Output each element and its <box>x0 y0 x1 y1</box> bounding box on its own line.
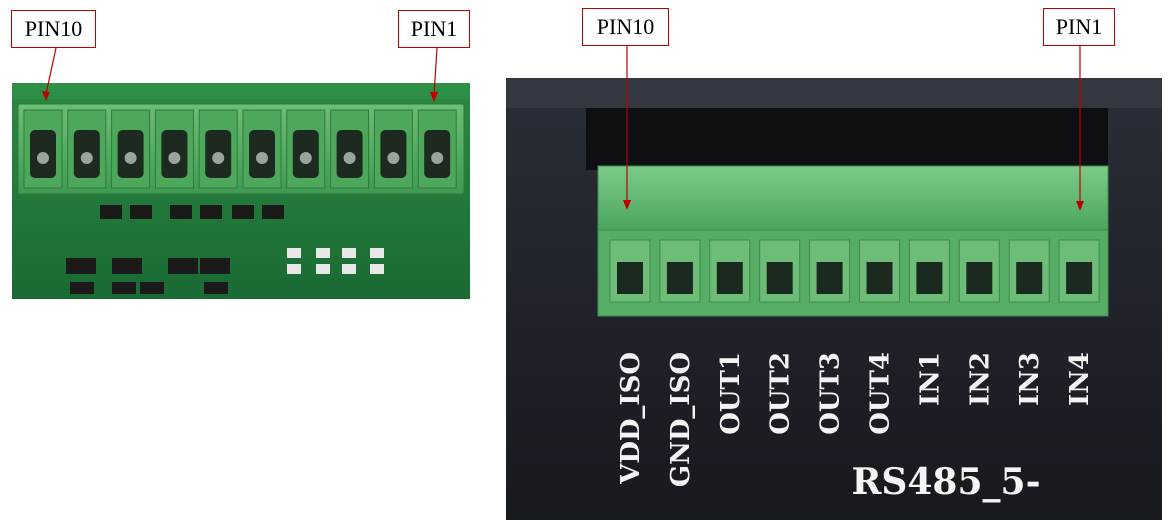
device-photo: VDD_ISO GND_ISO OUT1 OUT2 OUT3 OUT4 IN1 IN2 IN3 I… <box>506 78 1162 520</box>
terminal-slot <box>609 239 651 303</box>
header-pin <box>67 109 107 189</box>
right-pin10-callout: PIN10 <box>582 8 669 46</box>
terminal-label: OUT3 <box>816 352 846 435</box>
terminal-label: VDD_ISO <box>616 352 646 485</box>
smd-pads <box>287 248 384 274</box>
right-pin1-callout: PIN1 <box>1043 8 1115 46</box>
device-label: RS485_5- <box>851 461 1040 503</box>
terminal-label: IN1 <box>915 352 945 406</box>
terminal-label: IN2 <box>965 352 995 406</box>
terminal-cavity <box>586 108 1108 170</box>
terminal-slot <box>809 239 851 303</box>
left-pin10-arrow <box>45 47 57 95</box>
terminal-label: OUT1 <box>716 352 746 435</box>
left-pin1-callout: PIN1 <box>398 10 470 48</box>
terminal-label: OUT2 <box>766 352 796 435</box>
header-pin <box>23 109 63 189</box>
header-pin <box>242 109 282 189</box>
header-pin <box>417 109 457 189</box>
left-pin10-text: PIN10 <box>24 16 83 41</box>
header-pin <box>198 109 238 189</box>
right-pin10-text: PIN10 <box>596 14 655 39</box>
right-pin1-text: PIN1 <box>1055 14 1103 39</box>
terminal-labels: VDD_ISO GND_ISO OUT1 OUT2 OUT3 OUT4 IN1 IN2 IN3 I… <box>616 352 1095 487</box>
left-pin1-arrow <box>433 47 438 96</box>
terminal-slot <box>859 239 900 303</box>
terminal-slots <box>609 239 1100 303</box>
header-pin <box>286 109 326 189</box>
terminal-slot <box>1058 239 1100 303</box>
header-pin <box>330 109 370 189</box>
terminal-slot <box>958 239 1000 303</box>
pin-header <box>17 103 465 195</box>
terminal-slot <box>709 239 751 303</box>
left-pin1-text: PIN1 <box>410 16 458 41</box>
terminal-block <box>597 165 1109 317</box>
smd-components <box>66 205 284 294</box>
pcb-photo <box>12 83 470 299</box>
header-pin <box>111 109 151 189</box>
terminal-label: GND_ISO <box>666 352 696 487</box>
pointer-arrows <box>42 46 1084 211</box>
terminal-label: IN3 <box>1015 352 1045 406</box>
left-pin10-callout: PIN10 <box>11 10 96 48</box>
terminal-slot <box>1008 239 1050 303</box>
header-pin <box>373 109 413 189</box>
terminal-slot <box>908 239 950 303</box>
header-pins <box>23 109 457 189</box>
terminal-label: OUT4 <box>866 352 896 435</box>
terminal-slot <box>659 239 701 303</box>
terminal-label: IN4 <box>1065 352 1095 406</box>
header-pin <box>154 109 194 189</box>
terminal-slot <box>759 239 801 303</box>
